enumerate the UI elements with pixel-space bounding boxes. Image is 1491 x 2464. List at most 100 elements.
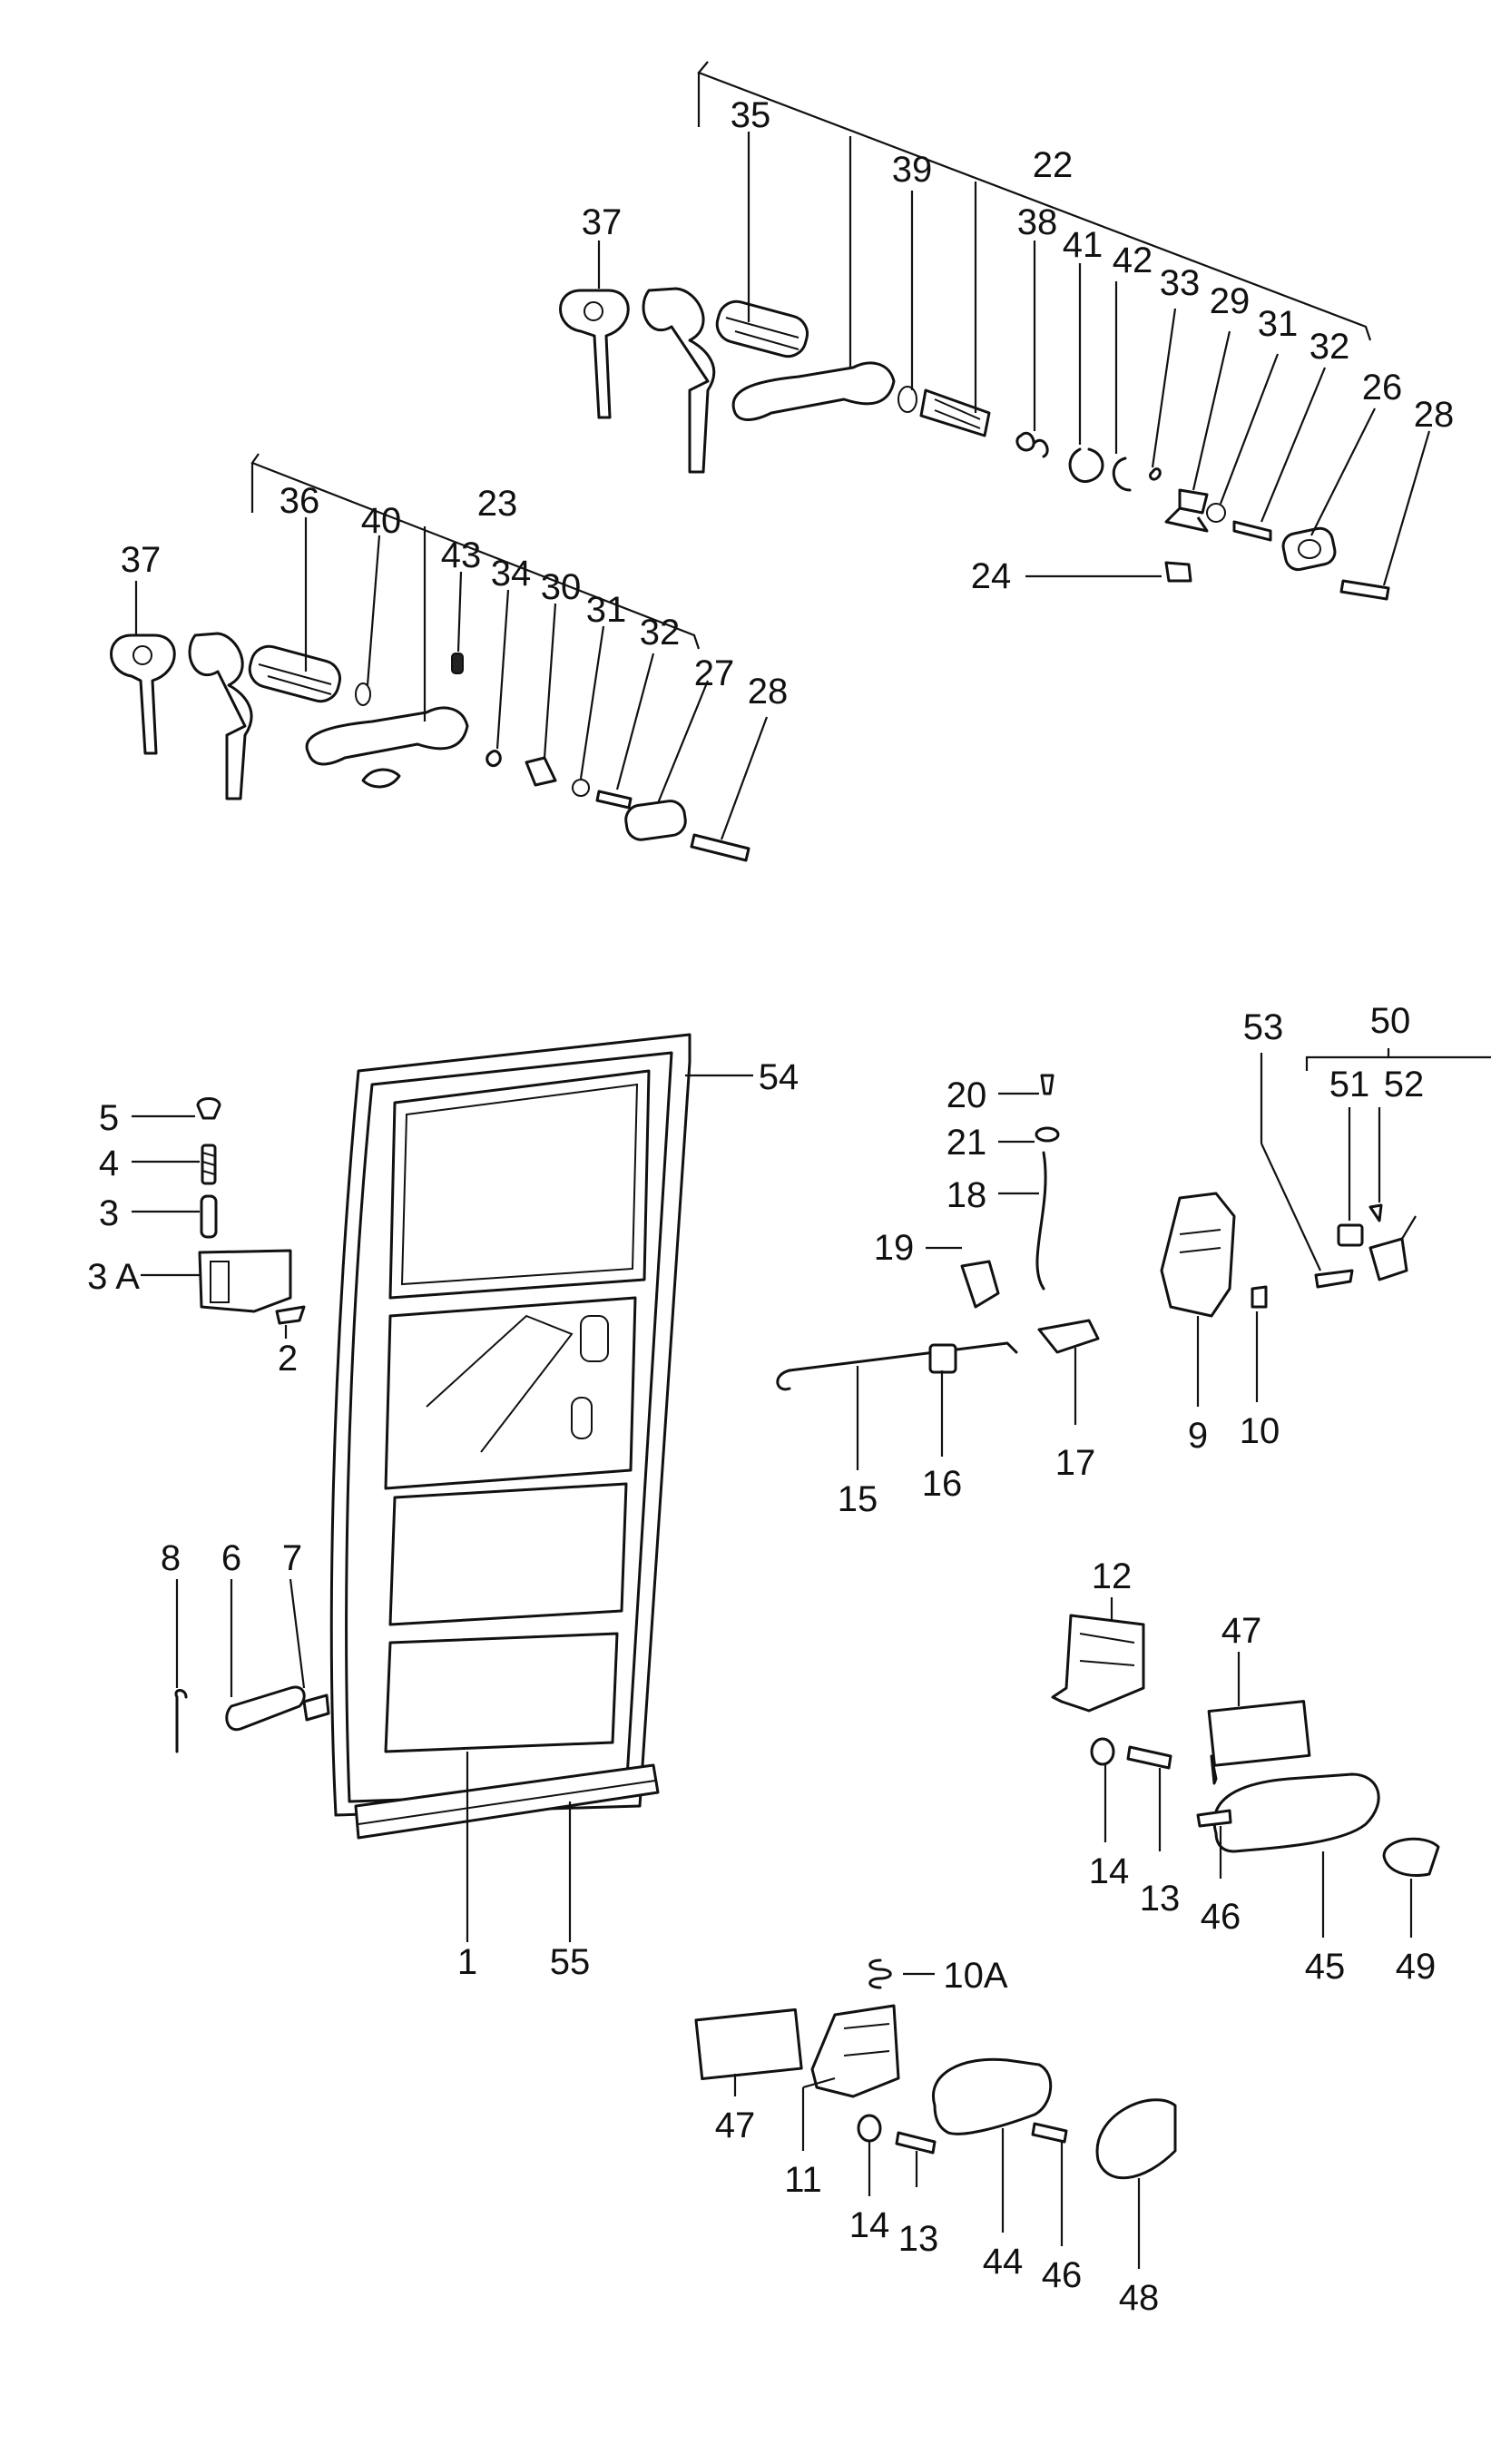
- rod-icon: [788, 1341, 1018, 1372]
- callout-51: 51: [1329, 1065, 1370, 1104]
- callout-23: 23: [477, 484, 518, 524]
- callout-45: 45: [1305, 1947, 1346, 1987]
- callout-labels: 35 22 39 38 41 42 33 29 31 32 26 28 37 2…: [87, 95, 1454, 2318]
- callout-49: 49: [1396, 1947, 1437, 1987]
- retaining-ring-icon: [1068, 447, 1104, 483]
- callout-43: 43: [441, 535, 482, 575]
- clip-icon: [928, 1343, 957, 1374]
- door-window: [388, 1069, 651, 1300]
- seal-icon: [1281, 526, 1337, 572]
- callout-9: 9: [1188, 1416, 1208, 1456]
- seal-icon: [361, 768, 401, 789]
- callout-37-a: 37: [582, 202, 623, 242]
- grommet-icon: [1035, 1126, 1060, 1143]
- callout-19: 19: [874, 1228, 915, 1268]
- screw-icon: [1314, 1269, 1354, 1289]
- small-spring-icon: [1149, 467, 1162, 481]
- callout-48: 48: [1119, 2278, 1160, 2318]
- washer-icon: [572, 779, 590, 797]
- callout-4: 4: [99, 1144, 119, 1183]
- bolt-icon: [895, 2131, 937, 2155]
- callout-15: 15: [838, 1479, 878, 1519]
- striker-icon: [1368, 1237, 1408, 1281]
- cap-icon: [1095, 2098, 1177, 2180]
- latch-icon: [1160, 1192, 1236, 1318]
- hinge-icon: [198, 1249, 292, 1313]
- screw-icon: [1196, 1809, 1232, 1828]
- callout-30: 30: [541, 567, 582, 607]
- callout-31-b: 31: [586, 590, 627, 630]
- screw-icon: [1368, 1203, 1383, 1222]
- group-bracket-23: [250, 453, 701, 650]
- callout-26: 26: [1362, 368, 1403, 407]
- callout-53: 53: [1243, 1007, 1284, 1047]
- foam-pad-icon: [694, 2008, 803, 2081]
- bracket-icon: [1037, 1319, 1100, 1354]
- callout-55: 55: [550, 1942, 591, 1982]
- callout-50: 50: [1370, 1001, 1411, 1041]
- callout-11: 11: [784, 2160, 822, 2200]
- callout-34: 34: [491, 554, 532, 594]
- callout-21: 21: [947, 1123, 987, 1163]
- screw-icon: [1232, 520, 1272, 542]
- callout-5: 5: [99, 1098, 119, 1138]
- callout-14-b: 14: [849, 2205, 890, 2245]
- check-strap-icon: [225, 1685, 306, 1732]
- screw-icon: [1031, 2122, 1068, 2144]
- callout-28-a: 28: [1414, 395, 1455, 435]
- star-washer-icon: [1206, 503, 1226, 523]
- callout-22: 22: [1033, 145, 1074, 185]
- callout-32-b: 32: [640, 613, 681, 653]
- inner-handle-icon: [810, 2004, 900, 2098]
- bushing-icon: [1164, 561, 1192, 583]
- seal-icon: [624, 800, 687, 841]
- interior-handle-parts: [694, 1597, 1440, 2269]
- callout-33: 33: [1160, 263, 1201, 303]
- washer-icon: [857, 2114, 882, 2143]
- bolt-icon: [690, 833, 750, 862]
- hinge-parts: [132, 1097, 306, 1339]
- callout-6: 6: [221, 1538, 241, 1578]
- callout-41: 41: [1063, 225, 1104, 265]
- screw-icon: [275, 1305, 306, 1325]
- spring-icon: [868, 1958, 892, 1989]
- foam-pad-icon: [1207, 1700, 1311, 1767]
- callout-17: 17: [1055, 1443, 1096, 1483]
- callout-28-b: 28: [748, 672, 789, 712]
- clip-icon: [1112, 456, 1132, 492]
- spring-icon: [486, 750, 502, 767]
- callout-1: 1: [457, 1942, 477, 1982]
- callout-52: 52: [1384, 1065, 1425, 1104]
- callout-32-a: 32: [1310, 327, 1350, 367]
- callout-10: 10: [1240, 1411, 1280, 1451]
- callout-38: 38: [1017, 202, 1058, 242]
- lever-icon: [1164, 488, 1209, 533]
- callout-13-b: 13: [898, 2219, 939, 2259]
- callout-24: 24: [971, 556, 1012, 596]
- latch-parts: [1160, 1048, 1491, 1407]
- callout-46-b: 46: [1042, 2255, 1083, 2295]
- callout-42: 42: [1113, 241, 1153, 280]
- callout-16: 16: [922, 1464, 963, 1504]
- door-handle-icon: [731, 361, 896, 421]
- check-strap-parts: [174, 1578, 330, 1753]
- callout-27: 27: [694, 653, 735, 693]
- door-handle-icon: [305, 706, 469, 766]
- bolt-icon: [302, 1693, 330, 1722]
- handle-escutcheon-icon: [1212, 1772, 1380, 1853]
- lock-group-23: [110, 453, 769, 862]
- screw-icon: [1251, 1285, 1268, 1309]
- door-lower-panel: [384, 1632, 619, 1753]
- callout-39: 39: [892, 150, 933, 190]
- callout-47-b: 47: [715, 2106, 756, 2145]
- washer-icon: [1090, 1737, 1115, 1766]
- callout-44: 44: [983, 2242, 1024, 2282]
- callout-14-a: 14: [1089, 1851, 1130, 1891]
- group-bracket-22: [697, 61, 1372, 341]
- key-icon: [559, 289, 630, 419]
- spring-icon: [1015, 431, 1049, 458]
- callout-40: 40: [361, 501, 402, 541]
- block-icon: [1337, 1223, 1364, 1247]
- door-panel: [329, 1033, 753, 1942]
